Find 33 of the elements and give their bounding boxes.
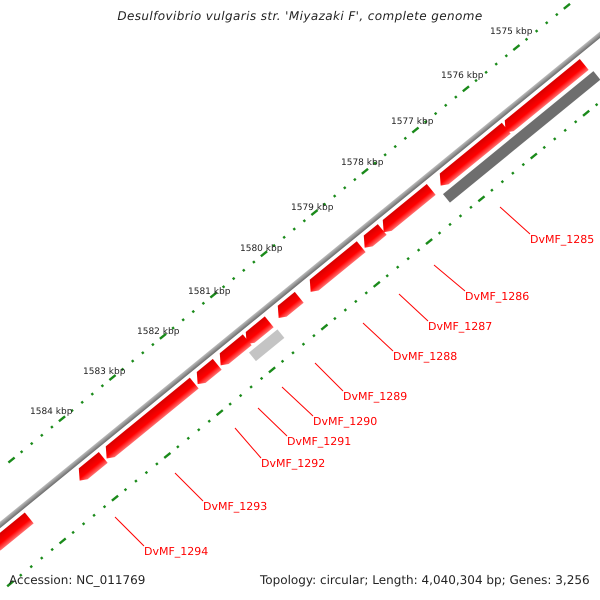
gene-label: DvMF_1291	[287, 435, 352, 448]
gene-label: DvMF_1289	[343, 390, 408, 403]
leader-line	[398, 294, 428, 322]
accession-label: Accession: NC_011769	[9, 574, 146, 587]
scale-label: 1579 kbp	[291, 202, 334, 215]
gene-label: DvMF_1285	[530, 233, 594, 246]
gene-label: DvMF_1290	[313, 415, 378, 428]
gene-label: DvMF_1288	[393, 350, 458, 363]
leader-line	[114, 516, 144, 546]
scale-label: 1582 kbp	[137, 326, 180, 339]
leader-line	[314, 362, 344, 392]
gene-label: DvMF_1293	[203, 500, 268, 513]
scale-label: 1578 kbp	[341, 157, 384, 170]
title: Desulfovibrio vulgaris str. 'Miyazaki F', complete genome	[116, 10, 484, 23]
scale-label: 1584 kbp	[30, 406, 72, 419]
leader-line	[174, 472, 204, 502]
genome-summary: Topology: circular; Length: 4,040,304 bp; Genes: 3,256	[260, 574, 590, 587]
scale-label: 1577 kbp	[391, 116, 434, 129]
scale-label: 1580 kbp	[240, 243, 282, 256]
leader-line	[234, 428, 262, 458]
leader-line	[362, 322, 394, 352]
scale-label: 1581 kbp	[188, 286, 230, 299]
leader-line	[434, 264, 466, 292]
gene-label: DvMF_1294	[144, 545, 208, 558]
leader-line	[258, 408, 288, 436]
gene-label: DvMF_1287	[428, 320, 492, 333]
scale-label: 1576 kbp	[441, 70, 484, 83]
leader-line	[500, 206, 530, 234]
leader-line	[282, 386, 314, 416]
scale-label: 1583 kbp	[83, 366, 126, 379]
gene-label: DvMF_1286	[465, 290, 530, 303]
gene-label: DvMF_1292	[261, 457, 326, 470]
scale-label: 1575 kbp	[490, 26, 532, 39]
